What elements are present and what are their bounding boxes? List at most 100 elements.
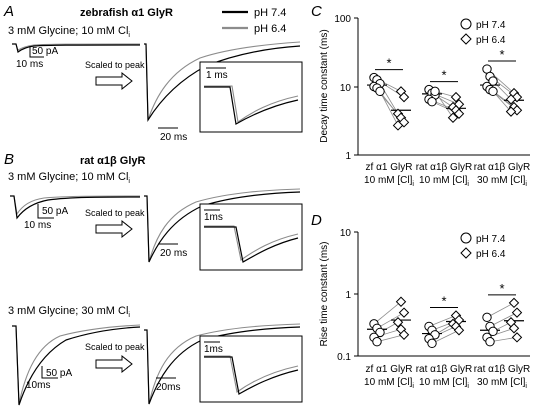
panel-c-significance-star: * <box>441 68 446 83</box>
panel-b-top-inset-trace-ph64 <box>204 225 299 261</box>
panel-d-xlabel-1a: zf α1 GlyR <box>366 364 413 375</box>
panel-d-ytick-label-01: 0.1 <box>337 352 351 363</box>
panel-d-pair-line <box>373 301 402 325</box>
panel-a-scaled-trace-ph64 <box>144 41 301 121</box>
panel-label-c: C <box>311 3 322 20</box>
panel-c-point-ph74 <box>430 86 440 97</box>
panel-d-pair-line <box>486 327 515 338</box>
panel-c-xlabel-3b-text: 30 mM [Cl] <box>477 175 526 186</box>
panel-d-xlabel-3b-sub: i <box>525 383 527 390</box>
panel-a-title: zebrafish α1 GlyR <box>80 7 173 19</box>
panel-a-scale-current: 50 pA <box>32 46 58 57</box>
panel-d-pair-line <box>376 312 405 329</box>
panel-d-xlabel-2b: 10 mM [Cl]i <box>419 377 469 390</box>
panel-d-xlabel-1b-sub: i <box>412 383 414 390</box>
panel-c-point-ph64 <box>511 91 523 103</box>
panel-c-point-ph64 <box>511 105 523 116</box>
panel-b-bottom-inset-trace-ph64 <box>204 355 299 393</box>
panel-label-a: A <box>3 3 14 20</box>
panel-d-xlabel-2b-text: 10 mM [Cl] <box>419 377 468 388</box>
panel-d-xlabel-2a: rat α1β GlyR <box>416 364 473 375</box>
panel-b-bottom-scale-current: 50 pA <box>46 368 72 379</box>
panel-b-condition-bottom-sub: i <box>128 312 130 319</box>
panel-b-bottom-inset-trace-ph74 <box>204 356 299 395</box>
panel-a-trace-ph64 <box>12 43 141 51</box>
panel-d-point-ph64 <box>511 307 523 318</box>
panel-c-point-ph74 <box>427 96 437 107</box>
panel-a-scale-time-scaled: 20 ms <box>160 132 187 143</box>
panel-b-top-scale-time-scaled: 20 ms <box>160 248 187 259</box>
panel-b-bottom-trace-ph74 <box>12 325 141 406</box>
panel-c-point-ph64 <box>392 120 404 131</box>
panel-d-chart: 10 1 0.1 Rise time constant (ms) pH 7.4 … <box>319 228 530 390</box>
panel-b-condition-bottom: 3 mM Glycine; 30 mM Cli <box>8 305 130 319</box>
panel-a: zebrafish α1 GlyR 3 mM Glycine; 10 mM Cl… <box>8 7 303 143</box>
panel-b-condition-top: 3 mM Glycine; 10 mM Cli <box>8 171 130 185</box>
panel-b-bottom-scale-bar <box>41 366 58 379</box>
panel-b-top-scale-current: 50 pA <box>42 206 68 217</box>
panel-b-condition-top-sub: i <box>128 178 130 185</box>
panel-c-ylabel: Decay time constant (ms) <box>319 29 330 142</box>
panel-d-point-ph74 <box>427 338 437 349</box>
panel-a-scale-time: 10 ms <box>16 59 43 70</box>
legend-label-ph74: pH 7.4 <box>254 7 286 19</box>
panel-d-legend-ph64: pH 6.4 <box>476 249 506 260</box>
panel-b-top-scaled-trace-ph64 <box>144 188 301 263</box>
panel-a-trace-ph74 <box>12 43 141 54</box>
panel-c-xlabel-2a: rat α1β GlyR <box>416 162 473 173</box>
panel-b-top-inset-scale: 1ms <box>204 212 223 223</box>
panel-c-xlabel-1b-sub: i <box>412 181 414 188</box>
panel-d-legend-circle-icon <box>460 232 472 244</box>
panel-b-bottom-arrow-icon <box>95 354 133 374</box>
panel-c-chart: 100 10 1 Decay time constant (ms) pH 7.4… <box>319 14 530 188</box>
legend-label-ph64: pH 6.4 <box>254 23 286 35</box>
panel-d-point-ph74 <box>482 312 492 323</box>
panel-d-point-ph64 <box>395 296 407 307</box>
panel-b-top-trace-ph74 <box>10 195 141 220</box>
panel-c-point-ph74 <box>375 86 385 97</box>
panel-c-xlabel-2b: 10 mM [Cl]i <box>419 175 469 188</box>
panel-c-point-ph64 <box>398 91 410 103</box>
panel-c-xlabel-3b-sub: i <box>525 181 527 188</box>
panel-b-condition-top-text: 3 mM Glycine; 10 mM Cl <box>8 171 128 183</box>
panel-c-xlabel-3b: 30 mM [Cl]i <box>477 175 527 188</box>
panel-c-xlabel-1b-text: 10 mM [Cl] <box>364 175 413 186</box>
panel-a-scaled-label: Scaled to peak <box>85 60 145 70</box>
panel-d-point-ph64 <box>453 325 465 336</box>
panel-b-bottom-scaled-trace-ph64 <box>144 323 301 405</box>
panel-c-ytick-label-10: 10 <box>340 83 352 94</box>
panel-c-xlabel-1a: zf α1 GlyR <box>366 162 413 173</box>
panel-d-point-ph64 <box>508 323 520 334</box>
panel-b-bottom-trace-ph64 <box>12 324 141 405</box>
panel-d-pair-line <box>431 329 460 344</box>
panel-d-xlabel-1b-text: 10 mM [Cl] <box>364 377 413 388</box>
panel-b-bottom-scale-time-scaled: 20ms <box>156 382 180 393</box>
panel-b-top: rat α1β GlyR 3 mM Glycine; 10 mM Cli 50 … <box>8 155 303 271</box>
panel-d-legend-diamond-icon <box>460 247 472 259</box>
panel-d-xlabel-1b: 10 mM [Cl]i <box>364 377 414 390</box>
panel-d-pair-line <box>486 302 515 318</box>
panel-c-significance-star: * <box>499 47 504 62</box>
panel-d-xlabel-2b-sub: i <box>467 383 469 390</box>
panel-d-point-ph64 <box>511 332 523 343</box>
panel-d-xlabel-3b: 30 mM [Cl]i <box>477 377 527 390</box>
panel-c-point-ph64 <box>505 106 517 117</box>
panel-d-pair-line <box>428 315 457 327</box>
panel-a-scale-bar <box>29 46 44 58</box>
panel-c-point-ph64 <box>453 108 465 119</box>
panel-d-point-ph64 <box>508 297 520 309</box>
panel-b-title: rat α1β GlyR <box>80 155 145 167</box>
panel-a-condition-text: 3 mM Glycine; 10 mM Cl <box>8 25 128 37</box>
panel-d-ytick-label-1: 1 <box>345 290 351 301</box>
panel-c-point-ph64 <box>450 91 462 103</box>
panel-d-point-ph64 <box>392 317 404 328</box>
panel-b-bottom-scale-time: 10ms <box>26 380 50 391</box>
panel-a-inset-trace-ph74 <box>204 86 299 125</box>
panel-a-inset-trace-ph64 <box>204 85 299 123</box>
panel-d-marks: ** <box>367 281 524 349</box>
panel-b-top-scaled-label: Scaled to peak <box>85 208 145 218</box>
panel-c-point-ph74 <box>488 86 498 97</box>
panel-a-condition: 3 mM Glycine; 10 mM Cli <box>8 25 130 39</box>
panel-b-top-scale-bar <box>37 204 54 219</box>
panel-a-condition-sub: i <box>128 32 130 39</box>
